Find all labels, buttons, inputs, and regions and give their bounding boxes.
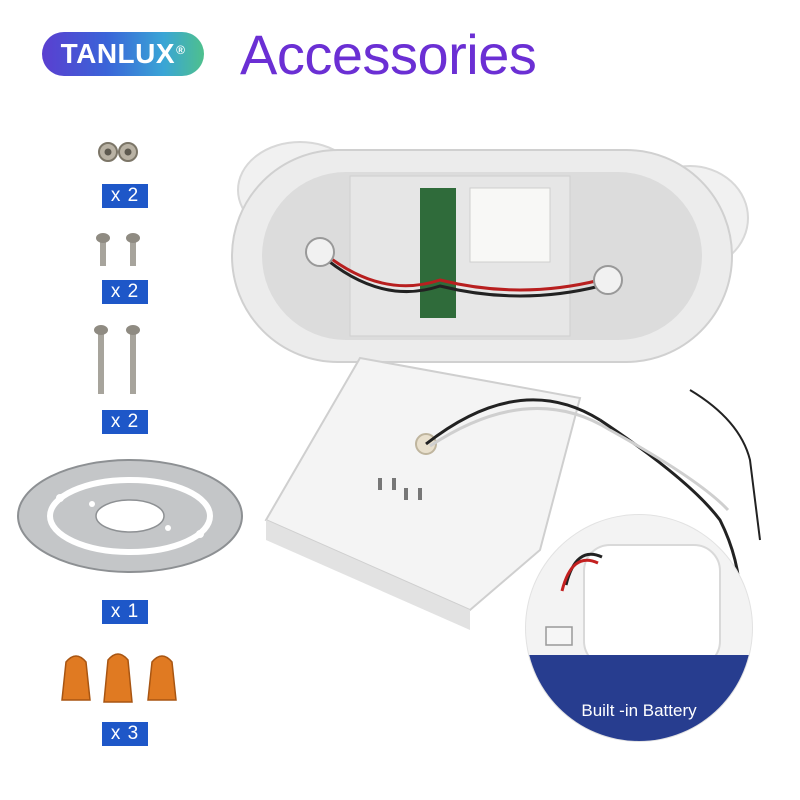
mounting-plate-icon	[17, 459, 243, 573]
quantity-badge-wire-nut: x 3	[102, 722, 148, 746]
battery-label: Built -in Battery	[581, 701, 697, 720]
brand-logo: TANLUX®	[42, 32, 204, 76]
long-screw-icon	[94, 325, 140, 394]
brand-name: TANLUX	[60, 38, 176, 69]
mounting-base	[264, 356, 761, 630]
nut-icon	[98, 142, 138, 162]
short-screw-icon	[96, 233, 140, 266]
battery-inset: Built -in Battery	[526, 515, 752, 741]
page-title: Accessories	[240, 23, 537, 86]
quantity-badge-long-screw: x 2	[102, 410, 148, 434]
battery-label-band	[526, 655, 752, 741]
quantity-badge-nut: x 2	[102, 184, 148, 208]
registered-mark: ®	[176, 43, 186, 57]
quantity-badge-mounting-plate: x 1	[102, 600, 148, 624]
emergency-light-housing	[231, 141, 749, 363]
wire-nut-icon	[61, 653, 177, 703]
quantity-badge-short-screw: x 2	[102, 280, 148, 304]
